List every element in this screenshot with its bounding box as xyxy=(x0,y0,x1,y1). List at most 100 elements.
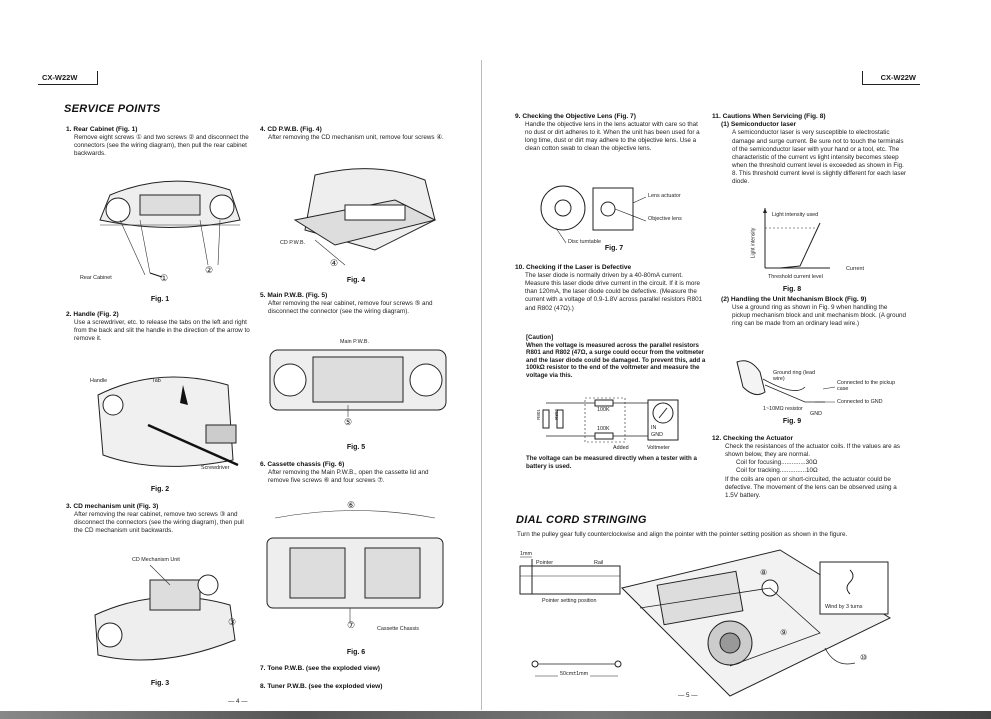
connected-gnd-label: Connected to GND xyxy=(837,399,883,405)
voltmeter-circuit: R801 R802 100K 100K IN GND Added Voltmet… xyxy=(535,397,695,453)
cd-pwb-label: CD P.W.B. xyxy=(280,240,306,246)
figure-9: Ground ring (lead wire) Connected to the… xyxy=(735,357,900,419)
figure-4: CD P.W.B. ④ xyxy=(275,160,445,275)
item-title: 6. Cassette chassis (Fig. 6) xyxy=(260,461,345,468)
item-subtitle-laser: (1) Semiconductor laser xyxy=(721,121,797,129)
item-body-laser: A semiconductor laser is very susceptibl… xyxy=(732,129,907,185)
caution-after: The voltage can be measured directly whe… xyxy=(526,455,697,470)
item-cassette-chassis: 6. Cassette chassis (Fig. 6) After remov… xyxy=(260,461,450,485)
dial-cord-title: DIAL CORD STRINGING xyxy=(516,514,647,526)
item-tone-pwb: 7. Tone P.W.B. (see the exploded view) xyxy=(260,665,380,672)
screwdriver-label: Screwdriver xyxy=(201,465,230,471)
item-body: Remove eight screws ① and two screws ② a… xyxy=(74,134,249,158)
item-title: 10. Checking if the Laser is Defective xyxy=(515,264,632,271)
screw-4-marker: ④ xyxy=(330,258,339,268)
model-label-right: CX-W22W xyxy=(862,71,920,85)
gnd-fig9-label: GND xyxy=(810,411,822,417)
lens-actuator-label: Lens actuator xyxy=(648,193,681,199)
light-intensity-used-label: Light intensity used xyxy=(772,212,819,218)
lens-drawing xyxy=(540,185,647,244)
page-number-left: — 4 — xyxy=(228,698,248,705)
item-title: 3. CD mechanism unit (Fig. 3) xyxy=(66,503,159,510)
pointer-rail-drawing xyxy=(519,556,621,595)
gnd-label: GND xyxy=(651,432,663,438)
coil-tracking: Coil for tracking...............10Ω xyxy=(736,467,818,475)
item-tuner-pwb: 8. Tuner P.W.B. (see the exploded view) xyxy=(260,683,383,690)
light-intensity-axis-label: Light intensity xyxy=(750,227,757,259)
item-handling-block: (2) Handling the Unit Mechanism Block (F… xyxy=(712,296,907,328)
circuit-diagram xyxy=(542,397,679,443)
bottom-edge-strip xyxy=(0,711,991,719)
threshold-label: Threshold current level xyxy=(768,274,823,280)
ground-ring-label: Ground ring (lead wire) xyxy=(773,370,815,382)
resistor-label: 1~10MΩ resistor xyxy=(763,406,803,412)
item-body: After removing the Main P.W.B., open the… xyxy=(268,469,429,485)
screw-3-marker: ③ xyxy=(228,617,237,627)
figure-2: Handle Tab Screwdriver xyxy=(88,365,248,475)
caution-title: [Caution] xyxy=(526,334,554,341)
one-mm-label: 1mm xyxy=(520,551,532,557)
item-title: 1. Rear Cabinet (Fig. 1) xyxy=(66,126,138,133)
in-label: IN xyxy=(651,425,657,431)
rear-cabinet-label: Rear Cabinet xyxy=(80,275,112,281)
pointer-label: Pointer xyxy=(536,560,554,566)
cd-mechanism-drawing xyxy=(94,564,236,661)
marker-8: ⑧ xyxy=(760,568,768,577)
figure-8: Light intensity used Light intensity Cur… xyxy=(750,208,890,280)
item-body: Handle the objective lens in the lens ac… xyxy=(525,121,700,153)
main-pwb-drawing xyxy=(269,349,447,417)
item-body: After removing the rear cabinet, remove … xyxy=(74,511,244,535)
pointer-diagram: 1mm Pointer Rail Pointer setting positio… xyxy=(518,551,623,606)
item-title: 4. CD P.W.B. (Fig. 4) xyxy=(260,126,322,133)
cassette-chassis-label: Cassette Chassis xyxy=(377,626,419,632)
caution-block: [Caution] When the voltage is measured a… xyxy=(526,334,706,380)
dial-cord-body: Turn the pulley gear fully counterclockw… xyxy=(517,531,848,538)
pointer-setting-label: Pointer setting position xyxy=(542,598,597,604)
screw-7-marker: ⑦ xyxy=(347,620,356,630)
cd-mechanism-label: CD Mechanism Unit xyxy=(132,557,180,563)
item-main-pwb: 5. Main P.W.B. (Fig. 5) After removing t… xyxy=(260,292,450,316)
rail-label: Rail xyxy=(594,560,604,566)
current-label: Current xyxy=(846,266,864,272)
item-title: 11. Cautions When Servicing (Fig. 8) xyxy=(712,113,826,120)
fig-7-caption: Fig. 7 xyxy=(604,245,624,252)
r801-label: R801 xyxy=(535,409,541,420)
main-pwb-label: Main P.W.B. xyxy=(340,339,369,345)
item-body: Use a screwdriver, etc. to release the t… xyxy=(74,319,250,343)
item-cd-mechanism: 3. CD mechanism unit (Fig. 3) After remo… xyxy=(66,503,251,535)
fig-4-caption: Fig. 4 xyxy=(346,277,366,284)
fig-1-caption: Fig. 1 xyxy=(150,296,170,303)
objective-lens-label: Objective lens xyxy=(648,216,682,222)
item-cautions-servicing: 11. Cautions When Servicing (Fig. 8) (1)… xyxy=(712,113,907,186)
item-body: The laser diode is normally driven by a … xyxy=(525,272,703,312)
fig-2-caption: Fig. 2 xyxy=(150,486,170,493)
fig-9-caption: Fig. 9 xyxy=(782,418,802,425)
marker-9: ⑨ xyxy=(780,628,788,637)
r100k-top-label: 100K xyxy=(597,407,610,413)
tab-label: Tab xyxy=(152,378,161,384)
handle-drawing xyxy=(97,376,239,467)
fig-5-caption: Fig. 5 xyxy=(346,444,366,451)
screw-5-marker: ⑤ xyxy=(344,417,353,427)
item-title: 5. Main P.W.B. (Fig. 5) xyxy=(260,292,328,299)
center-fold-line xyxy=(481,60,482,710)
item-body: Check the resistances of the actuator co… xyxy=(725,443,901,459)
item-checking-actuator: 12. Checking the Actuator Check the resi… xyxy=(712,435,907,500)
service-points-title: SERVICE POINTS xyxy=(64,103,161,115)
disc-turntable-label: Disc turntable xyxy=(568,239,601,245)
item-objective-lens: 9. Checking the Objective Lens (Fig. 7) … xyxy=(515,113,705,154)
r802-label: R802 xyxy=(553,409,559,420)
fig-6-caption: Fig. 6 xyxy=(346,649,366,656)
coil-focusing: Coil for focusing..............30Ω xyxy=(736,459,818,467)
figure-3: CD Mechanism Unit ③ xyxy=(90,555,240,670)
cd-pwb-drawing xyxy=(293,168,437,266)
item-laser-defective: 10. Checking if the Laser is Defective T… xyxy=(515,264,705,313)
screw-6-marker: ⑥ xyxy=(347,500,356,510)
item-body-handling: Use a ground ring as shown in Fig. 9 whe… xyxy=(732,304,906,328)
item-rear-cabinet: 1. Rear Cabinet (Fig. 1) Remove eight sc… xyxy=(66,126,251,158)
r100k-bottom-label: 100K xyxy=(597,426,610,432)
current-vs-light-graph xyxy=(763,208,830,269)
dial-mechanism-drawing xyxy=(621,549,892,697)
model-label-left: CX-W22W xyxy=(38,71,98,85)
rear-cabinet-drawing xyxy=(99,180,241,278)
